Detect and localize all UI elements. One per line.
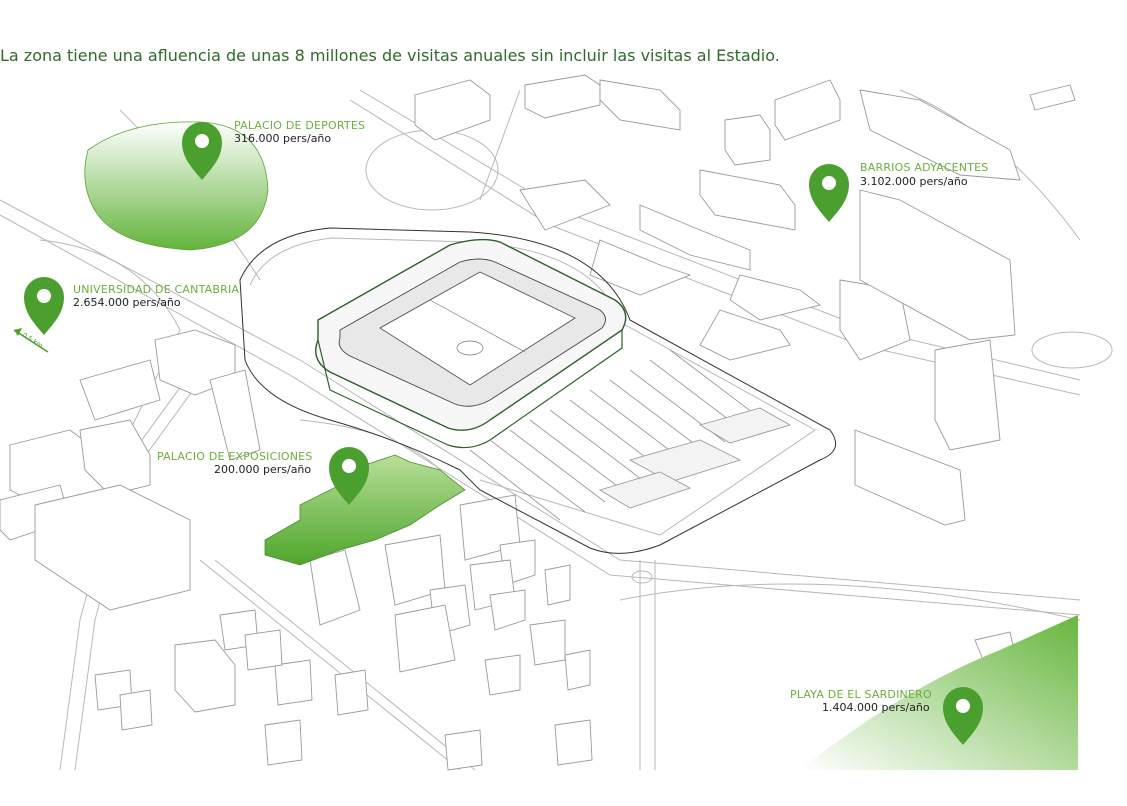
- map-pin-icon: [329, 447, 369, 505]
- palacio-exposiciones-building: [264, 454, 466, 566]
- map-pin-icon: [809, 164, 849, 222]
- map-pin-icon: [943, 687, 983, 745]
- headline: La zona tiene una afluencia de unas 8 mi…: [0, 46, 780, 65]
- poi-name-barrios: BARRIOS ADYACENTES: [860, 161, 988, 174]
- poi-name-exposiciones: PALACIO DE EXPOSICIONES: [157, 450, 313, 463]
- stadium: [315, 238, 627, 449]
- playa-sardinero-area: [800, 615, 1078, 770]
- palacio-deportes-dome: [84, 121, 269, 251]
- poi-value-palacio-deportes: 316.000 pers/año: [234, 132, 331, 145]
- parking-lot: [469, 349, 792, 521]
- poi-value-exposiciones: 200.000 pers/año: [214, 463, 311, 476]
- poi-value-barrios: 3.102.000 pers/año: [860, 175, 968, 188]
- map-pin-icon: [24, 277, 64, 335]
- poi-name-sardinero: PLAYA DE EL SARDINERO: [790, 688, 932, 701]
- direction-arrow-label: 0,5 km: [21, 331, 44, 350]
- buildings: [0, 74, 1076, 771]
- poi-name-palacio-deportes: PALACIO DE DEPORTES: [234, 119, 365, 132]
- poi-value-sardinero: 1.404.000 pers/año: [822, 701, 930, 714]
- poi-value-universidad: 2.654.000 pers/año: [73, 296, 181, 309]
- map-pin-icon: [182, 122, 222, 180]
- poi-name-universidad: UNIVERSIDAD DE CANTABRIA: [73, 283, 239, 296]
- direction-arrow-icon: [13, 328, 49, 353]
